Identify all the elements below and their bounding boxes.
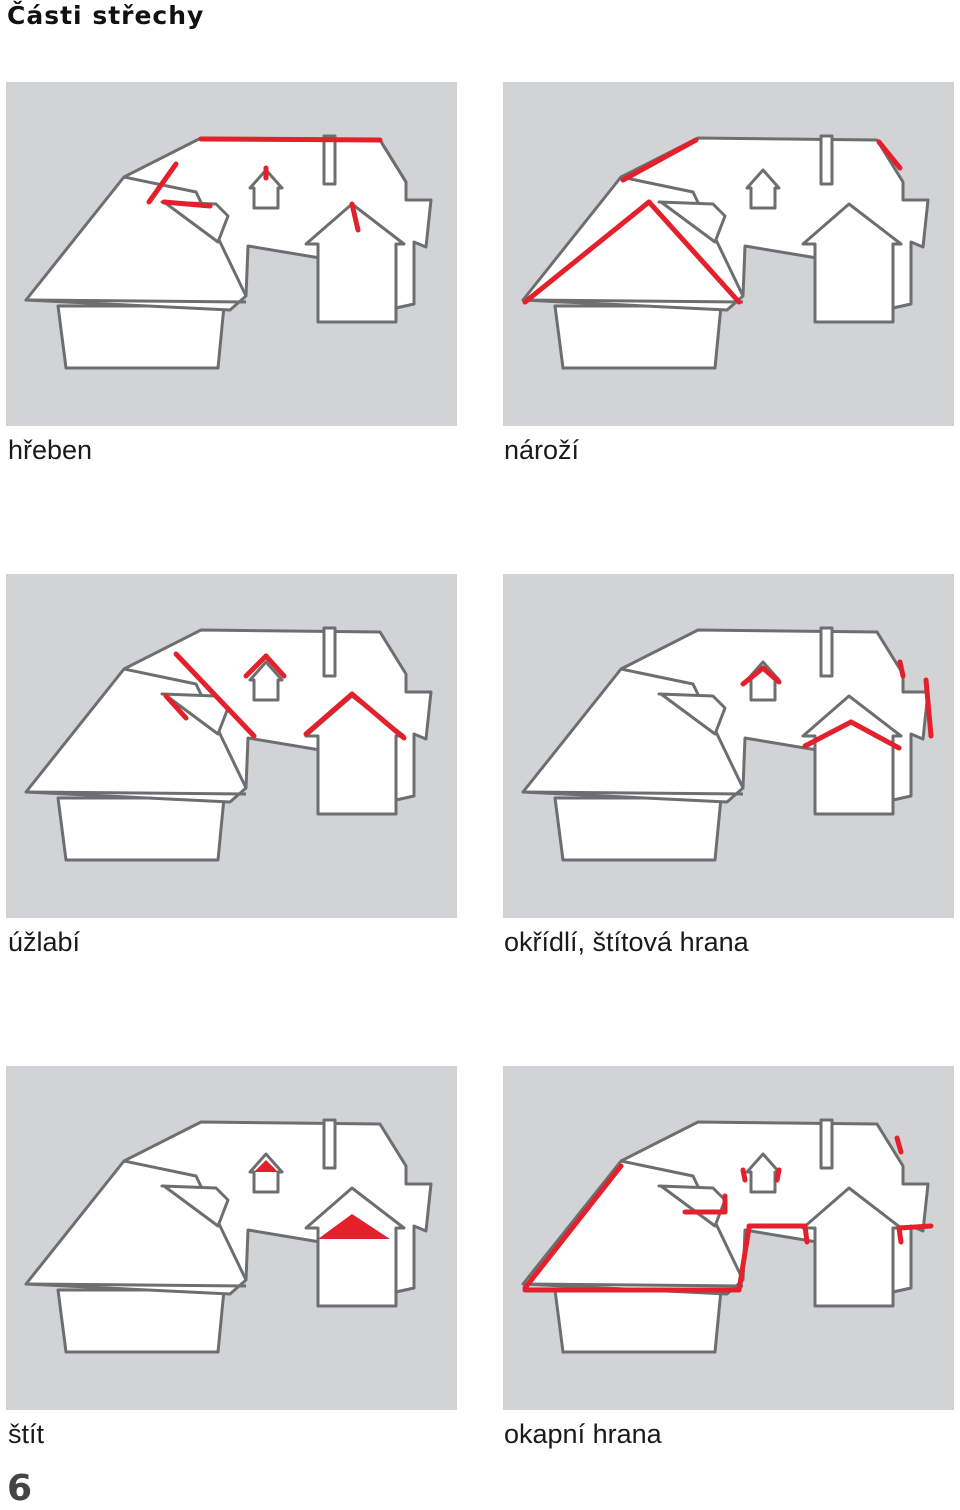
caption-eave: okapní hrana	[504, 1419, 662, 1449]
highlight-hip	[522, 137, 903, 305]
highlight-eave	[522, 1135, 934, 1293]
panel-valley	[6, 574, 457, 918]
page-title: Části střechy	[7, 1, 205, 30]
house-diagram-eave	[521, 1118, 934, 1354]
page-number: 6	[7, 1468, 33, 1509]
panel-ridge	[6, 82, 457, 426]
caption-ridge: hřeben	[8, 435, 93, 465]
house-diagram-valley	[24, 626, 433, 862]
highlight-gable	[254, 1160, 390, 1239]
panel-eave	[503, 1066, 954, 1410]
highlight-valley	[163, 651, 407, 741]
highlight-ridge	[146, 136, 383, 233]
house-diagram-verge	[521, 626, 934, 862]
caption-valley: úžlabí	[8, 927, 81, 957]
house-diagram-gable	[24, 1118, 433, 1354]
highlight-verge	[740, 659, 934, 751]
panel-hip	[503, 82, 954, 426]
caption-hip: nároží	[504, 435, 580, 465]
caption-verge: okřídlí, štítová hrana	[504, 927, 749, 957]
small-dormer	[248, 168, 284, 210]
house-diagram-ridge	[24, 134, 433, 370]
house-diagram-hip	[521, 134, 930, 370]
large-dormer	[304, 202, 406, 324]
chimney	[322, 134, 337, 186]
caption-gable: štít	[8, 1419, 45, 1449]
panel-gable	[6, 1066, 457, 1410]
house-main-wall	[56, 304, 226, 370]
panel-verge	[503, 574, 954, 918]
